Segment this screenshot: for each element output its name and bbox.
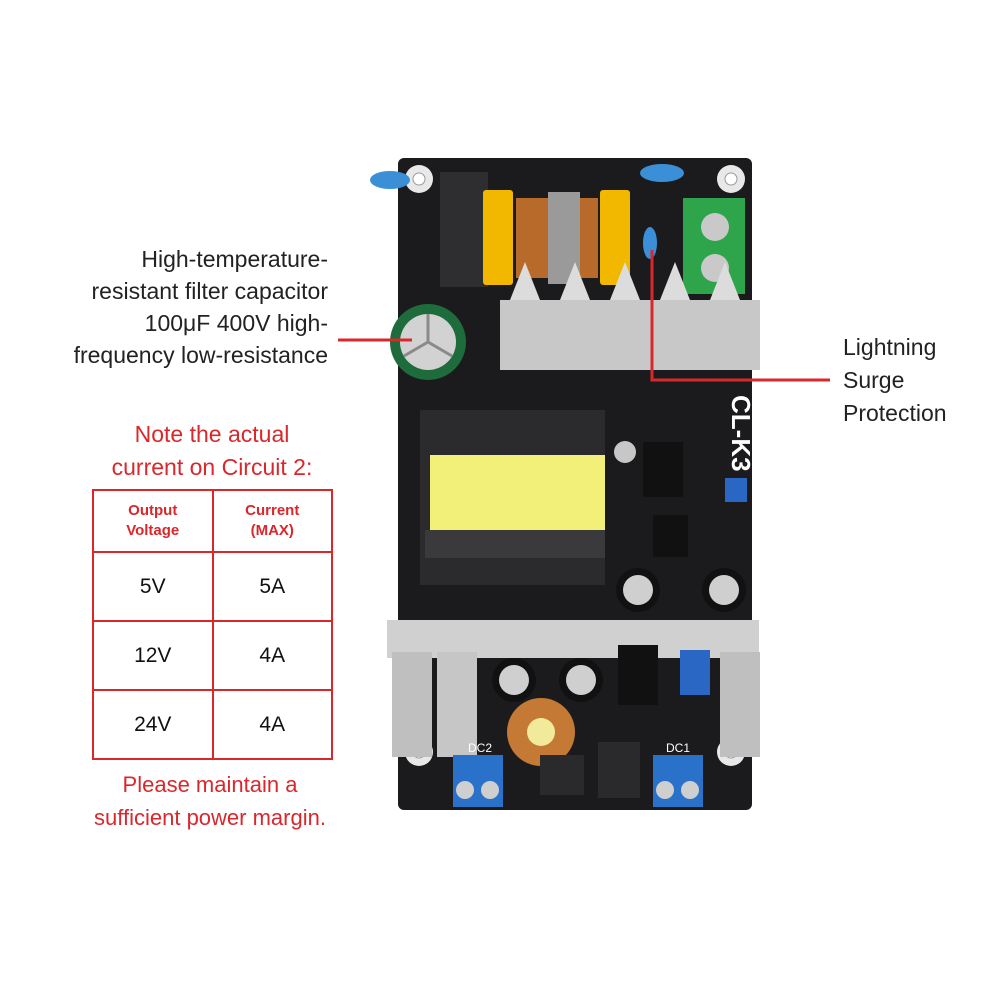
model-label: CL-K3: [726, 395, 756, 472]
margin-note: Please maintain a sufficient power margi…: [40, 768, 380, 834]
current-table: Output Voltage Current (MAX) 5V 5A 12V 4…: [92, 489, 333, 760]
surge-callout-line: [650, 250, 830, 382]
surge-callout-line-3: Protection: [843, 400, 947, 426]
current-note: Note the actual current on Circuit 2:: [92, 418, 332, 484]
capacitor-callout-line-2: resistant filter capacitor: [91, 278, 328, 304]
current-note-line-2: current on Circuit 2:: [111, 454, 313, 480]
capacitor-callout-line-3: 100μF 400V high-: [144, 310, 328, 336]
filter-capacitor: [390, 304, 466, 380]
table-row: 12V 4A: [92, 620, 333, 691]
table-row: 5V 5A: [92, 551, 333, 622]
surge-callout-line-1: Lightning: [843, 334, 937, 360]
current-note-line-1: Note the actual: [134, 421, 290, 447]
voltage-cell: 5V: [92, 551, 214, 622]
margin-note-line-1: Please maintain a: [122, 772, 298, 797]
mounting-hole-tl: [405, 165, 433, 193]
header-current-max: Current (MAX): [211, 489, 333, 553]
capacitor-callout: High-temperature- resistant filter capac…: [10, 243, 328, 371]
surge-callout: Lightning Surge Protection: [843, 331, 993, 430]
margin-note-line-2: sufficient power margin.: [94, 805, 326, 830]
current-cell: 4A: [211, 689, 333, 760]
voltage-cell: 12V: [92, 620, 214, 691]
surge-callout-line-2: Surge: [843, 367, 905, 393]
current-cell: 4A: [211, 620, 333, 691]
mounting-hole-tr: [717, 165, 745, 193]
dc2-label: DC2: [468, 741, 492, 755]
table-row: 24V 4A: [92, 689, 333, 760]
header-output-voltage: Output Voltage: [92, 489, 214, 553]
table-header-row: Output Voltage Current (MAX): [92, 489, 333, 553]
dc1-label: DC1: [666, 741, 690, 755]
voltage-cell: 24V: [92, 689, 214, 760]
current-cell: 5A: [211, 551, 333, 622]
capacitor-callout-line-1: High-temperature-: [141, 246, 328, 272]
capacitor-callout-line-4: frequency low-resistance: [73, 342, 328, 368]
